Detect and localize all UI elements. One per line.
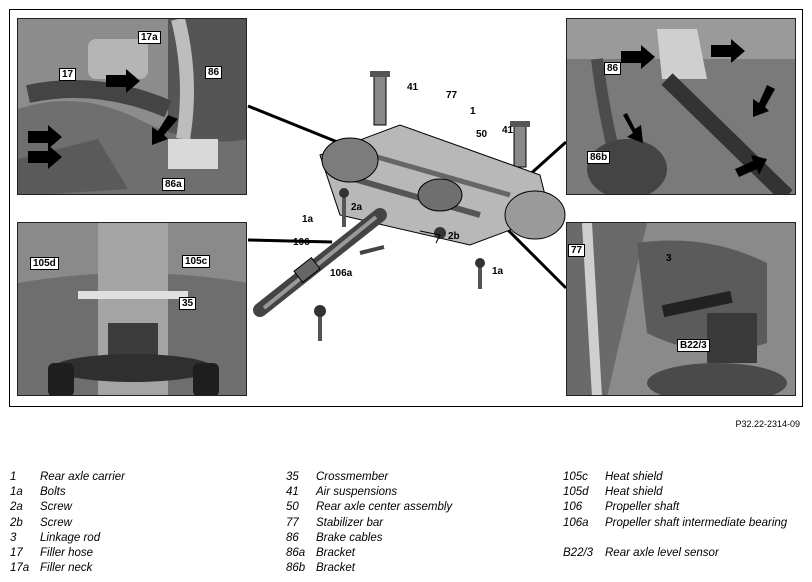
callout-105c: 105c — [182, 255, 211, 268]
legend-key: 17 — [10, 546, 23, 559]
legend-key: 17a — [10, 562, 30, 575]
legend-key: 86b — [286, 562, 306, 575]
callout-86-right: 86 — [604, 62, 622, 75]
callout-50: 50 — [476, 129, 488, 140]
legend-key: B22/3 — [563, 546, 594, 559]
legend-item: 17 Filler hose — [10, 546, 125, 561]
legend-label: Stabilizer bar — [316, 516, 384, 529]
legend-key: 1 — [10, 471, 17, 483]
legend-column-2: 35 Crossmember 41 Air suspensions 50 Rear a… — [286, 470, 452, 576]
legend-item: 105c Heat shield — [563, 470, 787, 485]
axle-diagram — [253, 71, 566, 341]
legend-key: 106a — [563, 516, 589, 529]
legend-key: 2b — [10, 516, 23, 529]
callout-86b: 86b — [587, 151, 611, 164]
legend-item: 86b Bracket — [286, 561, 452, 576]
legend-key: 41 — [286, 486, 299, 499]
legend-item: 35 Crossmember — [286, 470, 452, 485]
legend-item: 77 Stabilizer bar — [286, 516, 452, 531]
legend-key: 105d — [563, 486, 589, 499]
callout-1: 1 — [470, 106, 476, 117]
legend-key: 3 — [10, 531, 17, 544]
legend-label: Heat shield — [605, 486, 663, 499]
callout-3: 3 — [666, 253, 672, 264]
legend-label: Screw — [40, 501, 72, 514]
callout-106: 106 — [293, 237, 310, 248]
legend-item: 2a Screw — [10, 500, 125, 515]
legend-key: 86 — [286, 531, 299, 544]
photo-level-sensor — [566, 222, 796, 396]
legend-item: 1a Bolts — [10, 485, 125, 500]
legend-label: Screw — [40, 516, 72, 529]
legend-label: Rear axle carrier — [40, 471, 125, 483]
legend-label: Bolts — [40, 486, 66, 499]
legend-label: Propeller shaft intermediate bearing — [605, 516, 788, 529]
callout-17: 17 — [59, 68, 77, 81]
legend-key: 105c — [563, 471, 588, 483]
callout-86a: 86a — [162, 178, 185, 191]
legend-key: 77 — [286, 516, 299, 529]
legend-item: 106 Propeller shaft — [563, 500, 787, 515]
legend-item: 2b Screw — [10, 516, 125, 531]
legend-key: 1a — [10, 486, 23, 499]
legend-item: 3 Linkage rod — [10, 531, 125, 546]
callout-105d: 105d — [30, 257, 59, 270]
callout-b22-3: B22/3 — [677, 339, 710, 352]
photo-brake-cables — [566, 18, 796, 195]
callout-35: 35 — [179, 297, 197, 310]
legend-item: 86a Bracket — [286, 546, 452, 561]
legend-label: Bracket — [316, 546, 355, 559]
legend-label: Brake cables — [316, 531, 383, 544]
legend-label: Rear axle center assembly — [316, 501, 453, 514]
legend-label: Filler hose — [40, 546, 94, 559]
callout-77: 77 — [446, 90, 458, 101]
callout-2b: 2b — [448, 231, 460, 242]
legend-item: 50 Rear axle center assembly — [286, 500, 452, 515]
legend-label: Propeller shaft — [605, 501, 680, 514]
legend-item: B22/3 Rear axle level sensor — [563, 546, 787, 561]
legend-key: 2a — [10, 501, 23, 514]
legend-key: 106 — [563, 501, 583, 514]
callout-77-right: 77 — [568, 244, 586, 257]
callout-17a: 17a — [138, 31, 161, 44]
legend-key: 50 — [286, 501, 299, 514]
legend-label: Rear axle level sensor — [605, 546, 719, 559]
callout-1a: 1a — [302, 214, 314, 225]
callout-1a-lower: 1a — [492, 266, 504, 277]
photo-filler-hose — [17, 18, 247, 195]
callout-2a: 2a — [351, 202, 363, 213]
callout-106a: 106a — [330, 268, 353, 279]
callout-86: 86 — [205, 66, 223, 79]
legend-label: Linkage rod — [40, 531, 101, 544]
legend-label: Filler neck — [40, 562, 93, 575]
legend-label: Bracket — [316, 562, 355, 575]
legend-label: Crossmember — [316, 471, 389, 483]
legend-label: Air suspensions — [316, 486, 398, 499]
figure-frame: 17a 17 86 86a 86 86b — [9, 9, 803, 407]
legend-item: 86 Brake cables — [286, 531, 452, 546]
legend-key: 35 — [286, 471, 299, 483]
legend-key: 86a — [286, 546, 306, 559]
figure-reference: P32.22-2314-09 — [735, 419, 800, 429]
legend-item: 106a Propeller shaft intermediate bearing — [563, 516, 787, 531]
legend-item: 41 Air suspensions — [286, 485, 452, 500]
legend-label: Heat shield — [605, 471, 663, 483]
legend-item: 105d Heat shield — [563, 485, 787, 500]
callout-41-right: 41 — [502, 125, 514, 136]
legend-item: 1 Rear axle carrier — [10, 470, 125, 485]
photo-heat-shields — [17, 222, 247, 396]
callout-41-left: 41 — [407, 82, 419, 93]
legend-item: 17a Filler neck — [10, 561, 125, 576]
